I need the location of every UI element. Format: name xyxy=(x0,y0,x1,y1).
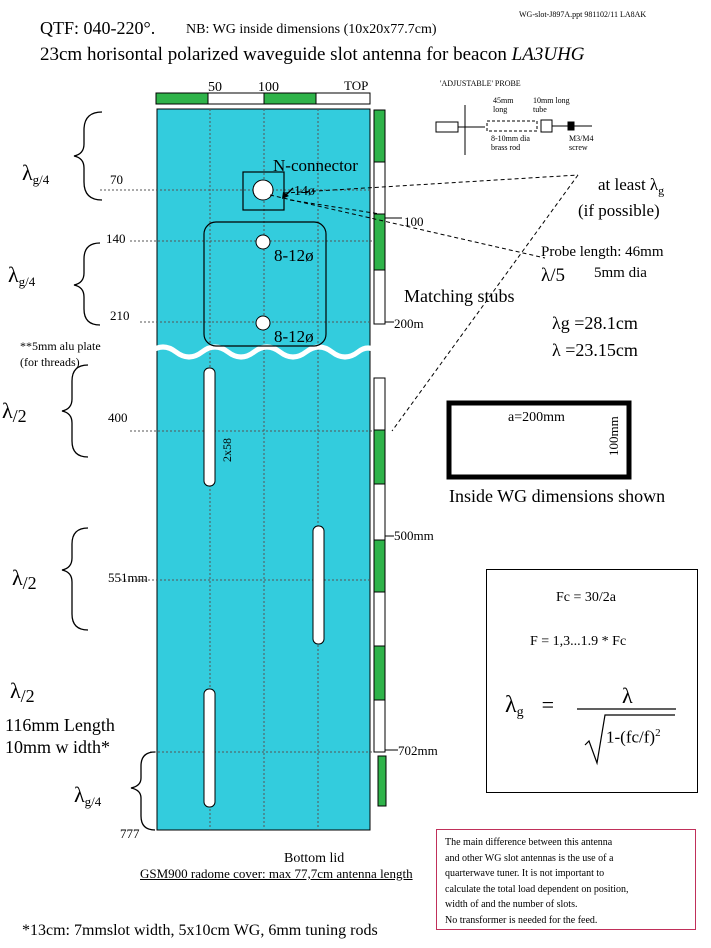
slot-length-label: 116mm Length xyxy=(5,715,115,735)
note-13cm: *13cm: 7mmslot width, 5x10cm WG, 6mm tun… xyxy=(22,922,378,939)
right-pos-702: 702mm xyxy=(398,743,438,758)
probe-tube-length: 10mm long tube xyxy=(533,96,570,114)
bottom-lid-label: Bottom lid xyxy=(284,851,345,866)
probe-title: 'ADJUSTABLE' PROBE xyxy=(440,79,521,88)
qtf-line: QTF: 040-220°. xyxy=(40,18,156,38)
title-prefix: 23cm horisontal polarized waveguide slot… xyxy=(40,44,507,65)
tuning-hole-1 xyxy=(255,234,271,250)
lambda-half-a: λ/2 xyxy=(2,398,27,427)
ruler-mark-100: 100 xyxy=(258,80,279,95)
lambda-g4-bottom: λg/4 xyxy=(74,782,102,810)
break-line xyxy=(148,344,380,360)
pos-70: 70 xyxy=(110,172,123,187)
probe-ratio-label: λ/5 xyxy=(541,265,565,286)
formula-numerator: λ xyxy=(622,683,633,708)
note-line: quarterwave tuner. It is not important t… xyxy=(445,868,605,879)
n-connector-label: N-connector xyxy=(273,156,358,175)
left-brackets xyxy=(61,111,156,831)
lambda-g-formula-lhs: λg = xyxy=(505,692,555,721)
pos-777: 777 xyxy=(120,826,140,841)
probe-rod-desc: 8-10mm dia brass rod xyxy=(491,134,530,152)
ruler-mark-50: 50 xyxy=(208,80,222,95)
probe-screw-desc: M3/M4 screw xyxy=(569,134,594,152)
pos-400: 400 xyxy=(108,410,128,425)
lambda-g-value: λg =28.1cm xyxy=(552,313,638,333)
probe-dia-label: 5mm dia xyxy=(594,265,647,281)
pos-140: 140 xyxy=(106,231,126,246)
at-least-label: at least λg xyxy=(598,175,665,198)
hole-8-12-a-label: 8-12ø xyxy=(274,246,314,265)
radome-note: GSM900 radome cover: max 77,7cm antenna … xyxy=(140,866,413,881)
if-possible-label: (if possible) xyxy=(578,201,660,220)
wg-a-label: a=200mm xyxy=(508,410,565,425)
alu-plate-label-2: (for threads) xyxy=(20,355,80,369)
formula-box xyxy=(486,569,698,793)
grid-lines xyxy=(100,109,372,830)
alu-plate-label: **5mm alu plate xyxy=(20,339,101,353)
matching-stubs-label: Matching stubs xyxy=(404,286,515,306)
slot-2 xyxy=(312,525,325,645)
sqrt-sign xyxy=(577,708,676,766)
top-ruler xyxy=(155,92,371,105)
fc-formula: Fc = 30/2a xyxy=(556,590,616,605)
pointer-lines xyxy=(269,174,579,432)
right-pos-200: 200m xyxy=(394,316,424,331)
nb-note: NB: WG inside dimensions (10x20x77.7cm) xyxy=(186,22,437,37)
wg-cross-section xyxy=(446,400,632,480)
matching-stubs xyxy=(373,109,387,807)
note-line: The main difference between this antenna xyxy=(445,837,613,848)
pos-551: 551mm xyxy=(108,570,148,585)
slot-dim-label: 2x58 xyxy=(220,438,234,462)
title-callsign: LA3UHG xyxy=(511,44,585,65)
probe-rod-length: 45mm long xyxy=(493,96,514,114)
slot-width-label: 10mm w idth* xyxy=(5,737,111,757)
lambda-value: λ =23.15cm xyxy=(552,340,638,360)
feed-hole-14 xyxy=(252,179,274,201)
hole-14-label: 14ø xyxy=(294,184,315,199)
probe-sketch xyxy=(435,105,592,155)
page-title: 23cm horisontal polarized waveguide slot… xyxy=(40,44,585,66)
slot-1 xyxy=(203,367,216,487)
note-line: calculate the total load dependent on po… xyxy=(445,883,629,895)
corner-reference: WG-slot-J897A.ppt 981102/11 LA8AK xyxy=(519,10,647,19)
f-range-formula: F = 1,3...1.9 * Fc xyxy=(530,634,627,649)
probe-length-label: Probe length: 46mm xyxy=(541,244,664,260)
note-box: The main difference between this antenna… xyxy=(436,829,696,930)
lambda-half-b: λ/2 xyxy=(12,565,37,594)
lambda-g4-top: λg/4 xyxy=(22,160,50,188)
note-line: width of and the number of slots. xyxy=(445,899,578,910)
wg-b-label: 100mm xyxy=(606,416,621,456)
right-ticks xyxy=(385,217,402,751)
right-pos-500: 500mm xyxy=(394,528,434,543)
lambda-g4-second: λg/4 xyxy=(8,262,36,290)
slot-3 xyxy=(203,688,216,808)
n-connector-plate xyxy=(242,171,285,211)
note-line: No transformer is needed for the feed. xyxy=(445,914,598,926)
ruler-top-label: TOP xyxy=(344,78,369,93)
pos-210: 210 xyxy=(110,308,130,323)
note-line: and other WG slot antennas is the use of… xyxy=(445,852,614,864)
tuning-hole-2 xyxy=(255,315,271,331)
wg-caption: Inside WG dimensions shown xyxy=(449,486,666,506)
alu-plate xyxy=(203,221,327,347)
hole-8-12-b-label: 8-12ø xyxy=(274,327,314,346)
lambda-half-c: λ/2 xyxy=(10,678,35,707)
right-pos-100: 100 xyxy=(404,214,424,229)
formula-denominator: 1-(fc/f)2 xyxy=(606,727,661,747)
